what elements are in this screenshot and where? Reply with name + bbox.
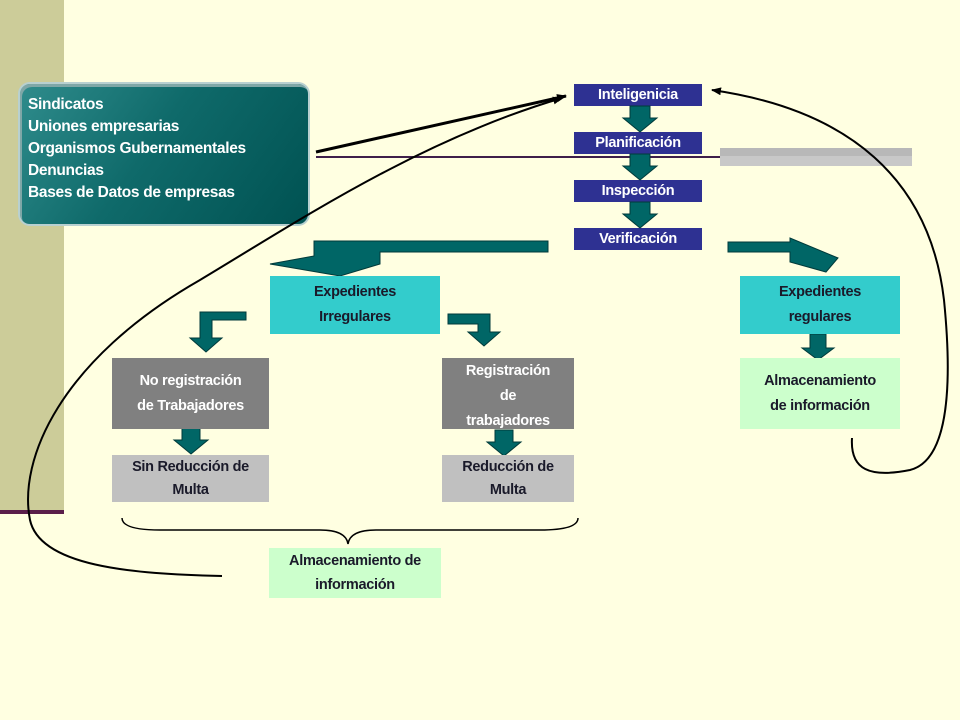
sin-reduccion-line-1: Sin Reducción de	[132, 458, 249, 475]
expedientes-irregulares-line-2: Irregulares	[319, 309, 391, 325]
source-organismos-gubernamentales: Organismos Gubernamentales	[28, 140, 246, 157]
arrow-down-inspeccion	[621, 153, 659, 181]
arrow-to-irregulares	[269, 240, 549, 277]
expedientes-irregulares-box: Expedientes Irregulares	[270, 276, 440, 334]
sin-reduccion-box: Sin Reducción de Multa	[112, 455, 269, 502]
registracion-box: Registración de trabajadores	[442, 358, 574, 429]
step-inspeccion: Inspección	[574, 180, 702, 202]
arrow-down-sin-reduccion	[172, 427, 210, 455]
registracion-line-2: de	[499, 388, 517, 404]
expedientes-regulares-box: Expedientes regulares	[740, 276, 900, 334]
arrow-to-regulares	[727, 237, 839, 273]
no-registracion-box: No registración de Trabajadores	[112, 358, 269, 429]
almacenamiento-regulares-line-1: Almacenamiento	[764, 372, 876, 389]
arrow-sources-to-inteligencia	[315, 94, 567, 154]
bent-arrow-to-no-registracion	[188, 311, 247, 353]
arrow-down-planificacion	[621, 105, 659, 133]
source-sindicatos: Sindicatos	[28, 96, 104, 113]
arrow-down-verificacion	[621, 201, 659, 229]
expedientes-irregulares-line-1: Expedientes	[313, 284, 397, 300]
almacenamiento-regulares-box: Almacenamiento de información	[740, 358, 900, 429]
step-inteligencia: Inteligenicia	[574, 84, 702, 106]
reduccion-line-1: Reducción de	[462, 458, 554, 475]
source-denuncias: Denuncias	[28, 162, 104, 179]
expedientes-regulares-line-2: regulares	[788, 309, 852, 325]
information-sources-box: Sindicatos Uniones empresarias Organismo…	[18, 82, 310, 226]
source-uniones-empresarias: Uniones empresarias	[28, 118, 180, 135]
left-decorative-rule	[0, 510, 64, 514]
reduccion-box: Reducción de Multa	[442, 455, 574, 502]
gray-decorative-strip	[720, 148, 912, 166]
source-bases-de-datos: Bases de Datos de empresas	[28, 184, 235, 201]
feedback-curve-right	[711, 87, 949, 474]
arrow-down-almacenamiento-regulares	[800, 333, 836, 361]
expedientes-regulares-line-1: Expedientes	[778, 284, 862, 300]
almacenamiento-regulares-line-2: de información	[770, 397, 870, 414]
almacenamiento-irregulares-box: Almacenamiento de información	[269, 548, 441, 598]
no-registracion-line-1: No registración	[139, 372, 242, 389]
registracion-line-3: trabajadores	[466, 413, 550, 429]
horizontal-divider-line	[316, 156, 912, 158]
feedback-curve-left	[27, 96, 563, 577]
registracion-line-1: Registración	[465, 363, 551, 379]
almacenamiento-irregulares-line-1: Almacenamiento de	[289, 553, 421, 569]
results-brace	[121, 517, 579, 545]
step-planificacion: Planificación	[574, 132, 702, 154]
reduccion-line-2: Multa	[489, 481, 527, 498]
sin-reduccion-line-2: Multa	[172, 481, 209, 498]
almacenamiento-irregulares-line-2: información	[315, 577, 395, 593]
arrow-down-reduccion	[485, 429, 523, 457]
step-verificacion: Verificación	[574, 228, 702, 250]
no-registracion-line-2: de Trabajadores	[137, 397, 244, 414]
bent-arrow-to-registracion	[447, 313, 502, 347]
